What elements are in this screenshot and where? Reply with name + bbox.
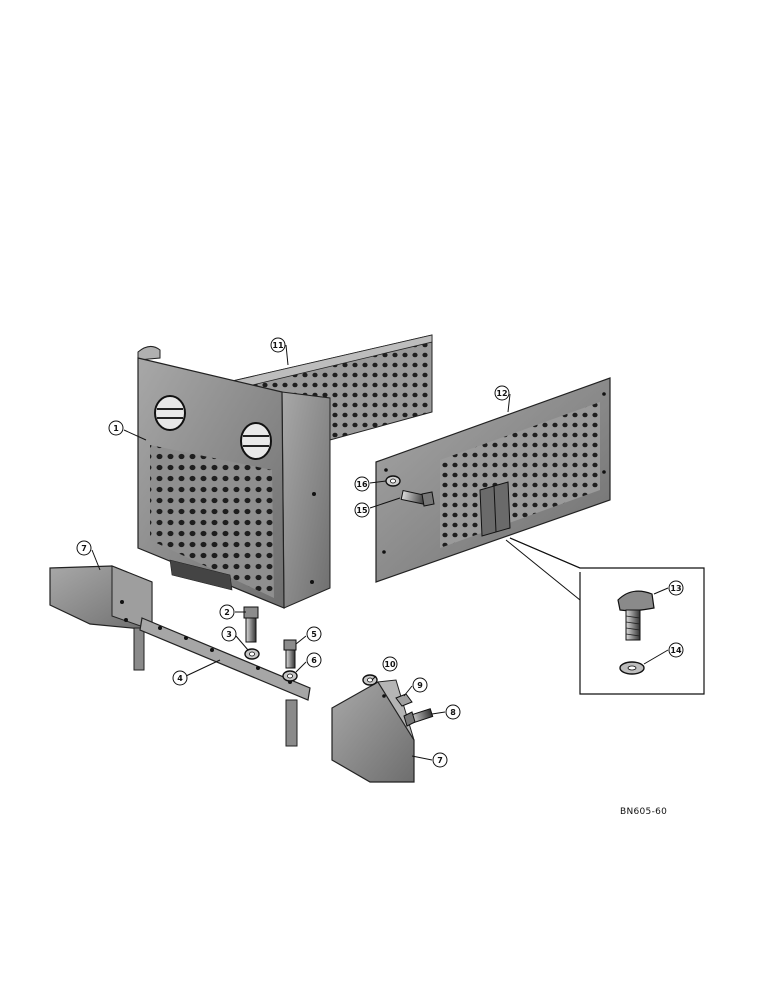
callout-5: 5 [306,626,322,642]
washer-6 [282,670,298,682]
support-bar-4 [139,617,311,747]
reference-code: BN605-60 [620,807,667,817]
washer-10 [362,674,378,686]
wing-screw-13 [617,590,655,641]
callout-11: 11 [270,337,286,353]
callout-label-14: 14 [670,646,682,655]
callout-3: 3 [221,626,237,642]
callout-16: 16 [354,476,370,492]
callout-7a: 7 [76,540,92,556]
callout-label-2: 2 [224,608,230,617]
washer-14 [619,661,645,675]
callout-8: 8 [445,704,461,720]
callout-12: 12 [494,385,510,401]
mounting-bracket-7-left [49,565,153,671]
callout-label-13: 13 [670,584,681,593]
callout-label-1: 1 [113,424,119,433]
bolt-8 [403,708,434,727]
callout-label-3: 3 [226,630,232,639]
callout-label-4: 4 [177,674,183,683]
callout-label-12: 12 [496,389,507,398]
callout-15: 15 [354,502,370,518]
callout-label-8: 8 [450,708,456,717]
bolt-15 [400,489,435,507]
callout-6: 6 [306,652,322,668]
callout-label-16: 16 [356,480,368,489]
callout-label-15: 15 [356,506,368,515]
bolt-2 [243,606,259,643]
perforated-side-panel-12 [375,377,611,583]
callout-4: 4 [172,670,188,686]
nut-3 [244,648,260,660]
nut-9 [395,693,413,707]
callout-label-5: 5 [311,630,317,639]
detail-inset-box [505,537,705,695]
callout-10: 10 [382,656,398,672]
callout-label-10: 10 [384,660,396,669]
callout-label-7a: 7 [81,544,87,553]
callout-label-11: 11 [272,341,284,350]
callout-1: 1 [108,420,124,436]
callout-14: 14 [668,642,684,658]
gauge-window-left [154,395,186,431]
callout-2: 2 [219,604,235,620]
bolt-5 [283,639,297,669]
leader-lines [91,344,669,761]
callout-9: 9 [412,677,428,693]
gauge-window-right [240,422,272,460]
callout-7b: 7 [432,752,448,768]
callout-13: 13 [668,580,684,596]
front-grille-panel-1 [137,346,331,609]
washer-16 [385,475,401,487]
mounting-bracket-7-right [331,679,415,783]
callout-label-7b: 7 [437,756,443,765]
callout-label-6: 6 [311,656,317,665]
callout-label-9: 9 [417,681,423,690]
